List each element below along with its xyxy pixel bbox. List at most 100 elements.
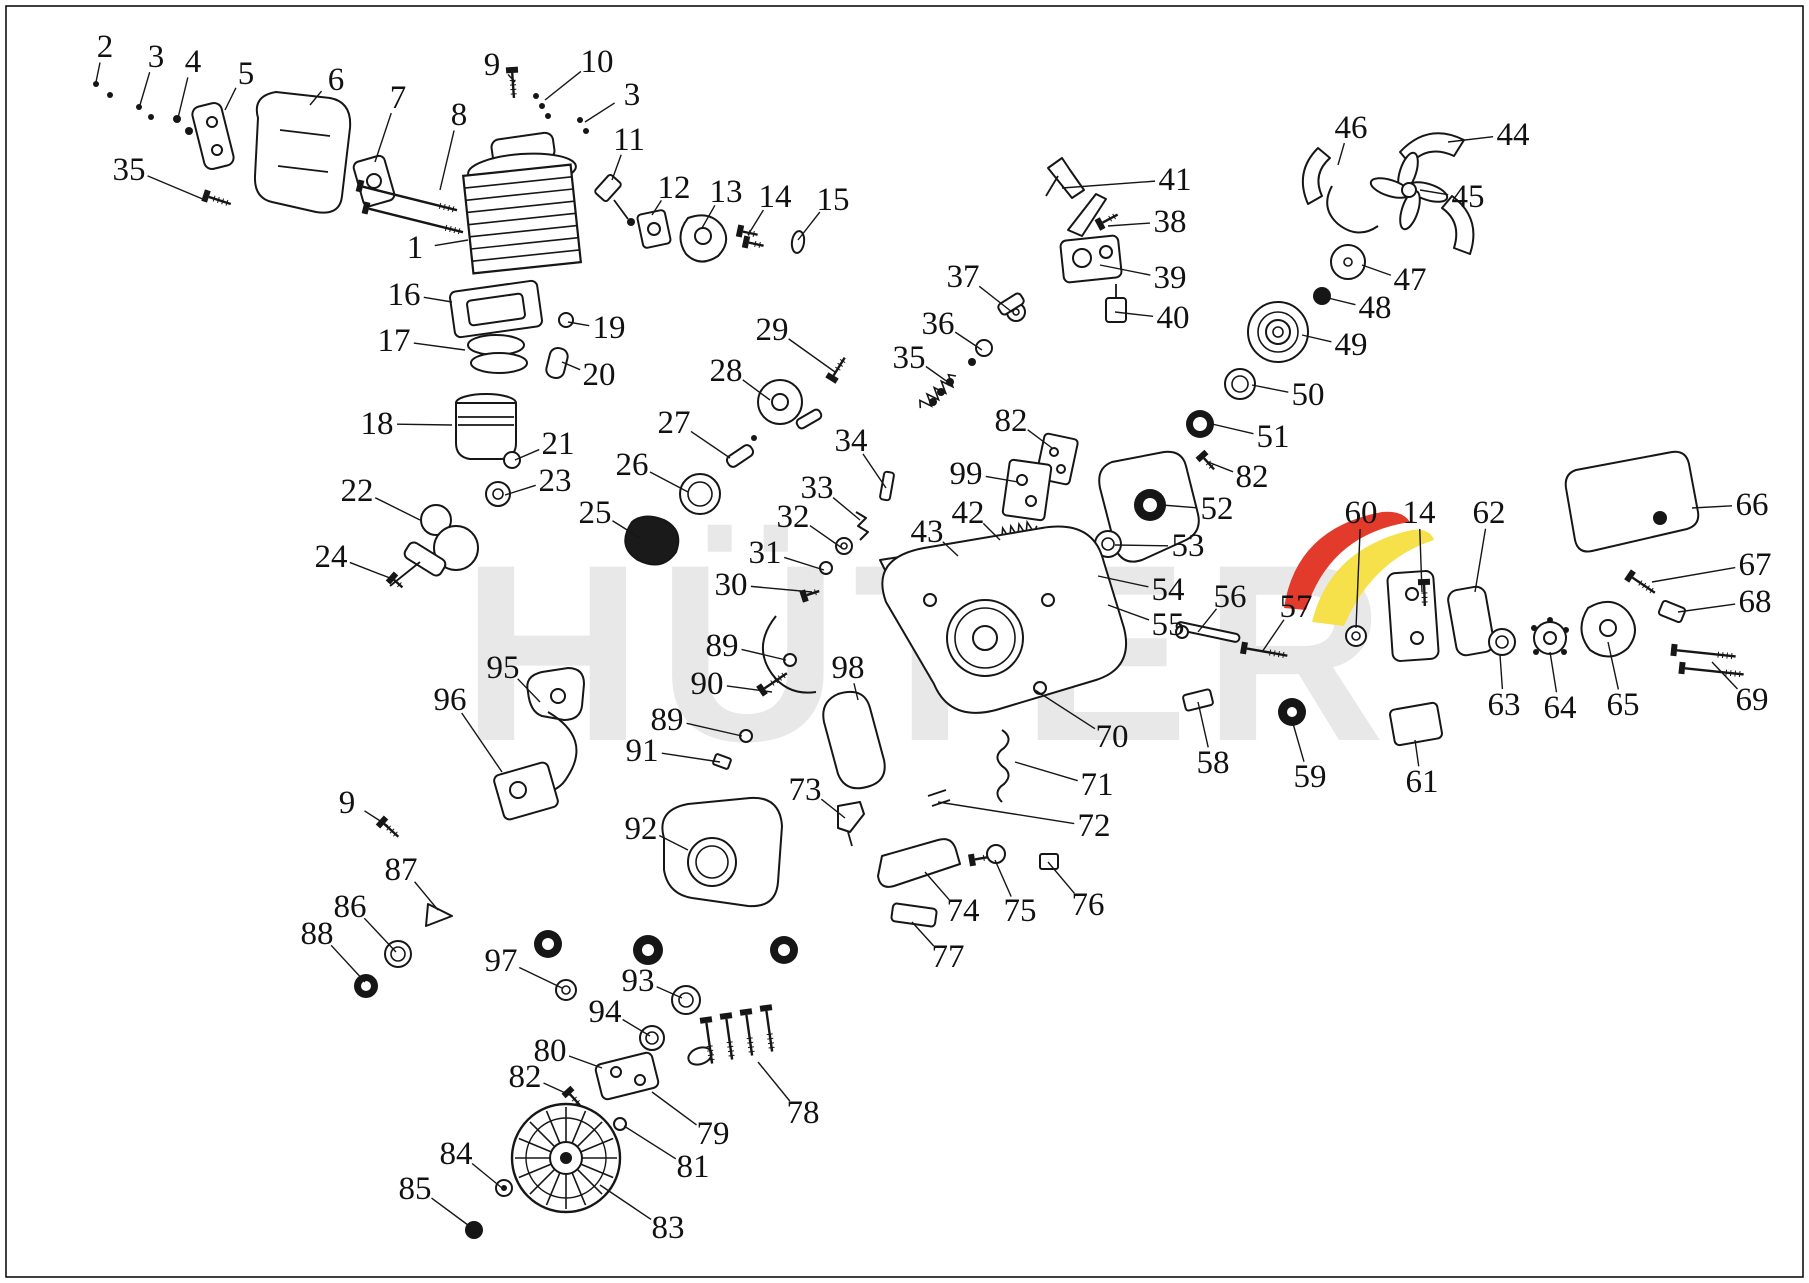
leader-line — [924, 871, 950, 901]
part-label: 22 — [341, 473, 374, 509]
leader-line — [1361, 264, 1392, 276]
part-figure — [1543, 631, 1557, 645]
part-label: 5 — [238, 56, 255, 92]
part-figure — [1389, 701, 1443, 747]
part-figure — [678, 992, 694, 1008]
part-label: 49 — [1335, 327, 1368, 363]
part-figure — [771, 393, 789, 411]
part-figure — [93, 81, 99, 87]
leader-line — [518, 966, 563, 989]
part-figure — [634, 1074, 646, 1086]
leader-line — [374, 497, 421, 521]
part-label: 76 — [1072, 887, 1105, 923]
part-figure — [647, 222, 661, 236]
part-figure — [946, 378, 954, 386]
leader-line — [413, 342, 466, 351]
leader-line — [937, 801, 1075, 825]
part-figure — [433, 525, 479, 571]
leader-line — [686, 722, 743, 737]
part-label: 15 — [817, 182, 850, 218]
bolt-figure — [361, 201, 464, 235]
part-figure — [1039, 853, 1059, 870]
part-label: 39 — [1154, 260, 1187, 296]
leader-line — [1047, 861, 1075, 894]
part-label: 99 — [950, 456, 983, 492]
leader-line — [954, 331, 983, 351]
leader-line — [797, 211, 821, 241]
leader-line — [374, 112, 392, 163]
leader-line — [543, 1082, 573, 1097]
part-label: 87 — [385, 852, 418, 888]
part-figure — [1175, 625, 1189, 639]
part-label: 34 — [835, 423, 868, 459]
part-label: 38 — [1154, 204, 1187, 240]
part-figure — [694, 227, 712, 245]
part-label: 73 — [789, 772, 822, 808]
part-figure — [890, 902, 938, 928]
part-figure — [1531, 625, 1537, 631]
part-figure — [778, 944, 790, 956]
part-figure — [1099, 245, 1113, 259]
part-figure — [466, 292, 526, 327]
part-figure — [501, 1185, 507, 1191]
part-label: 65 — [1607, 687, 1640, 723]
part-label: 67 — [1739, 547, 1772, 583]
part-figure — [492, 488, 504, 500]
bolt-figure — [719, 1012, 735, 1060]
part-label: 13 — [710, 174, 743, 210]
cylinder-figure — [461, 163, 583, 275]
part-label: 27 — [658, 405, 691, 441]
part-label: 4 — [185, 44, 202, 80]
part-label: 9 — [339, 785, 356, 821]
leader-line — [1447, 136, 1494, 143]
part-figure — [136, 104, 142, 110]
part-label: 93 — [622, 963, 655, 999]
leader-line — [514, 448, 540, 461]
part-figure — [1313, 287, 1331, 305]
leader-line — [1097, 575, 1149, 588]
part-label: 6 — [328, 62, 345, 98]
part-label: 74 — [947, 893, 980, 929]
leader-line — [1114, 311, 1154, 318]
leader-line — [832, 497, 861, 521]
leader-line — [661, 752, 721, 763]
part-figure — [558, 312, 574, 328]
part-figure — [937, 388, 945, 396]
part-label: 85 — [399, 1171, 432, 1207]
bolt-figure — [1670, 643, 1736, 660]
part-label: 48 — [1359, 290, 1392, 326]
leader-line — [985, 475, 1019, 483]
part-figure — [1033, 681, 1047, 695]
part-figure — [1231, 375, 1249, 393]
part-figure — [1287, 707, 1297, 717]
part-label: 52 — [1201, 491, 1234, 527]
part-label: 82 — [1236, 459, 1269, 495]
part-label: 19 — [593, 310, 626, 346]
part-label: 91 — [626, 733, 659, 769]
leader-line — [1711, 661, 1739, 690]
leader-line — [1691, 505, 1733, 509]
part-figure — [277, 165, 329, 173]
part-figure — [687, 481, 713, 507]
part-figure — [968, 358, 976, 366]
leader-line — [584, 102, 616, 123]
leader-line — [741, 648, 787, 661]
part-figure — [542, 938, 554, 950]
part-label: 54 — [1152, 572, 1185, 608]
leader-line — [911, 921, 935, 947]
leader-line — [439, 130, 455, 191]
part-label: 94 — [589, 994, 622, 1030]
part-figure — [1016, 474, 1028, 486]
leader-line — [978, 285, 1013, 313]
bolt-figure — [741, 235, 764, 249]
leader-line — [434, 239, 469, 247]
leader-line — [1419, 189, 1449, 196]
part-label: 72 — [1078, 808, 1111, 844]
part-label: 33 — [801, 470, 834, 506]
part-figure — [712, 753, 732, 770]
part-figure — [550, 688, 566, 704]
part-label: 97 — [485, 943, 518, 979]
part-label: 75 — [1004, 893, 1037, 929]
part-label: 80 — [534, 1033, 567, 1069]
part-figure — [583, 128, 589, 134]
